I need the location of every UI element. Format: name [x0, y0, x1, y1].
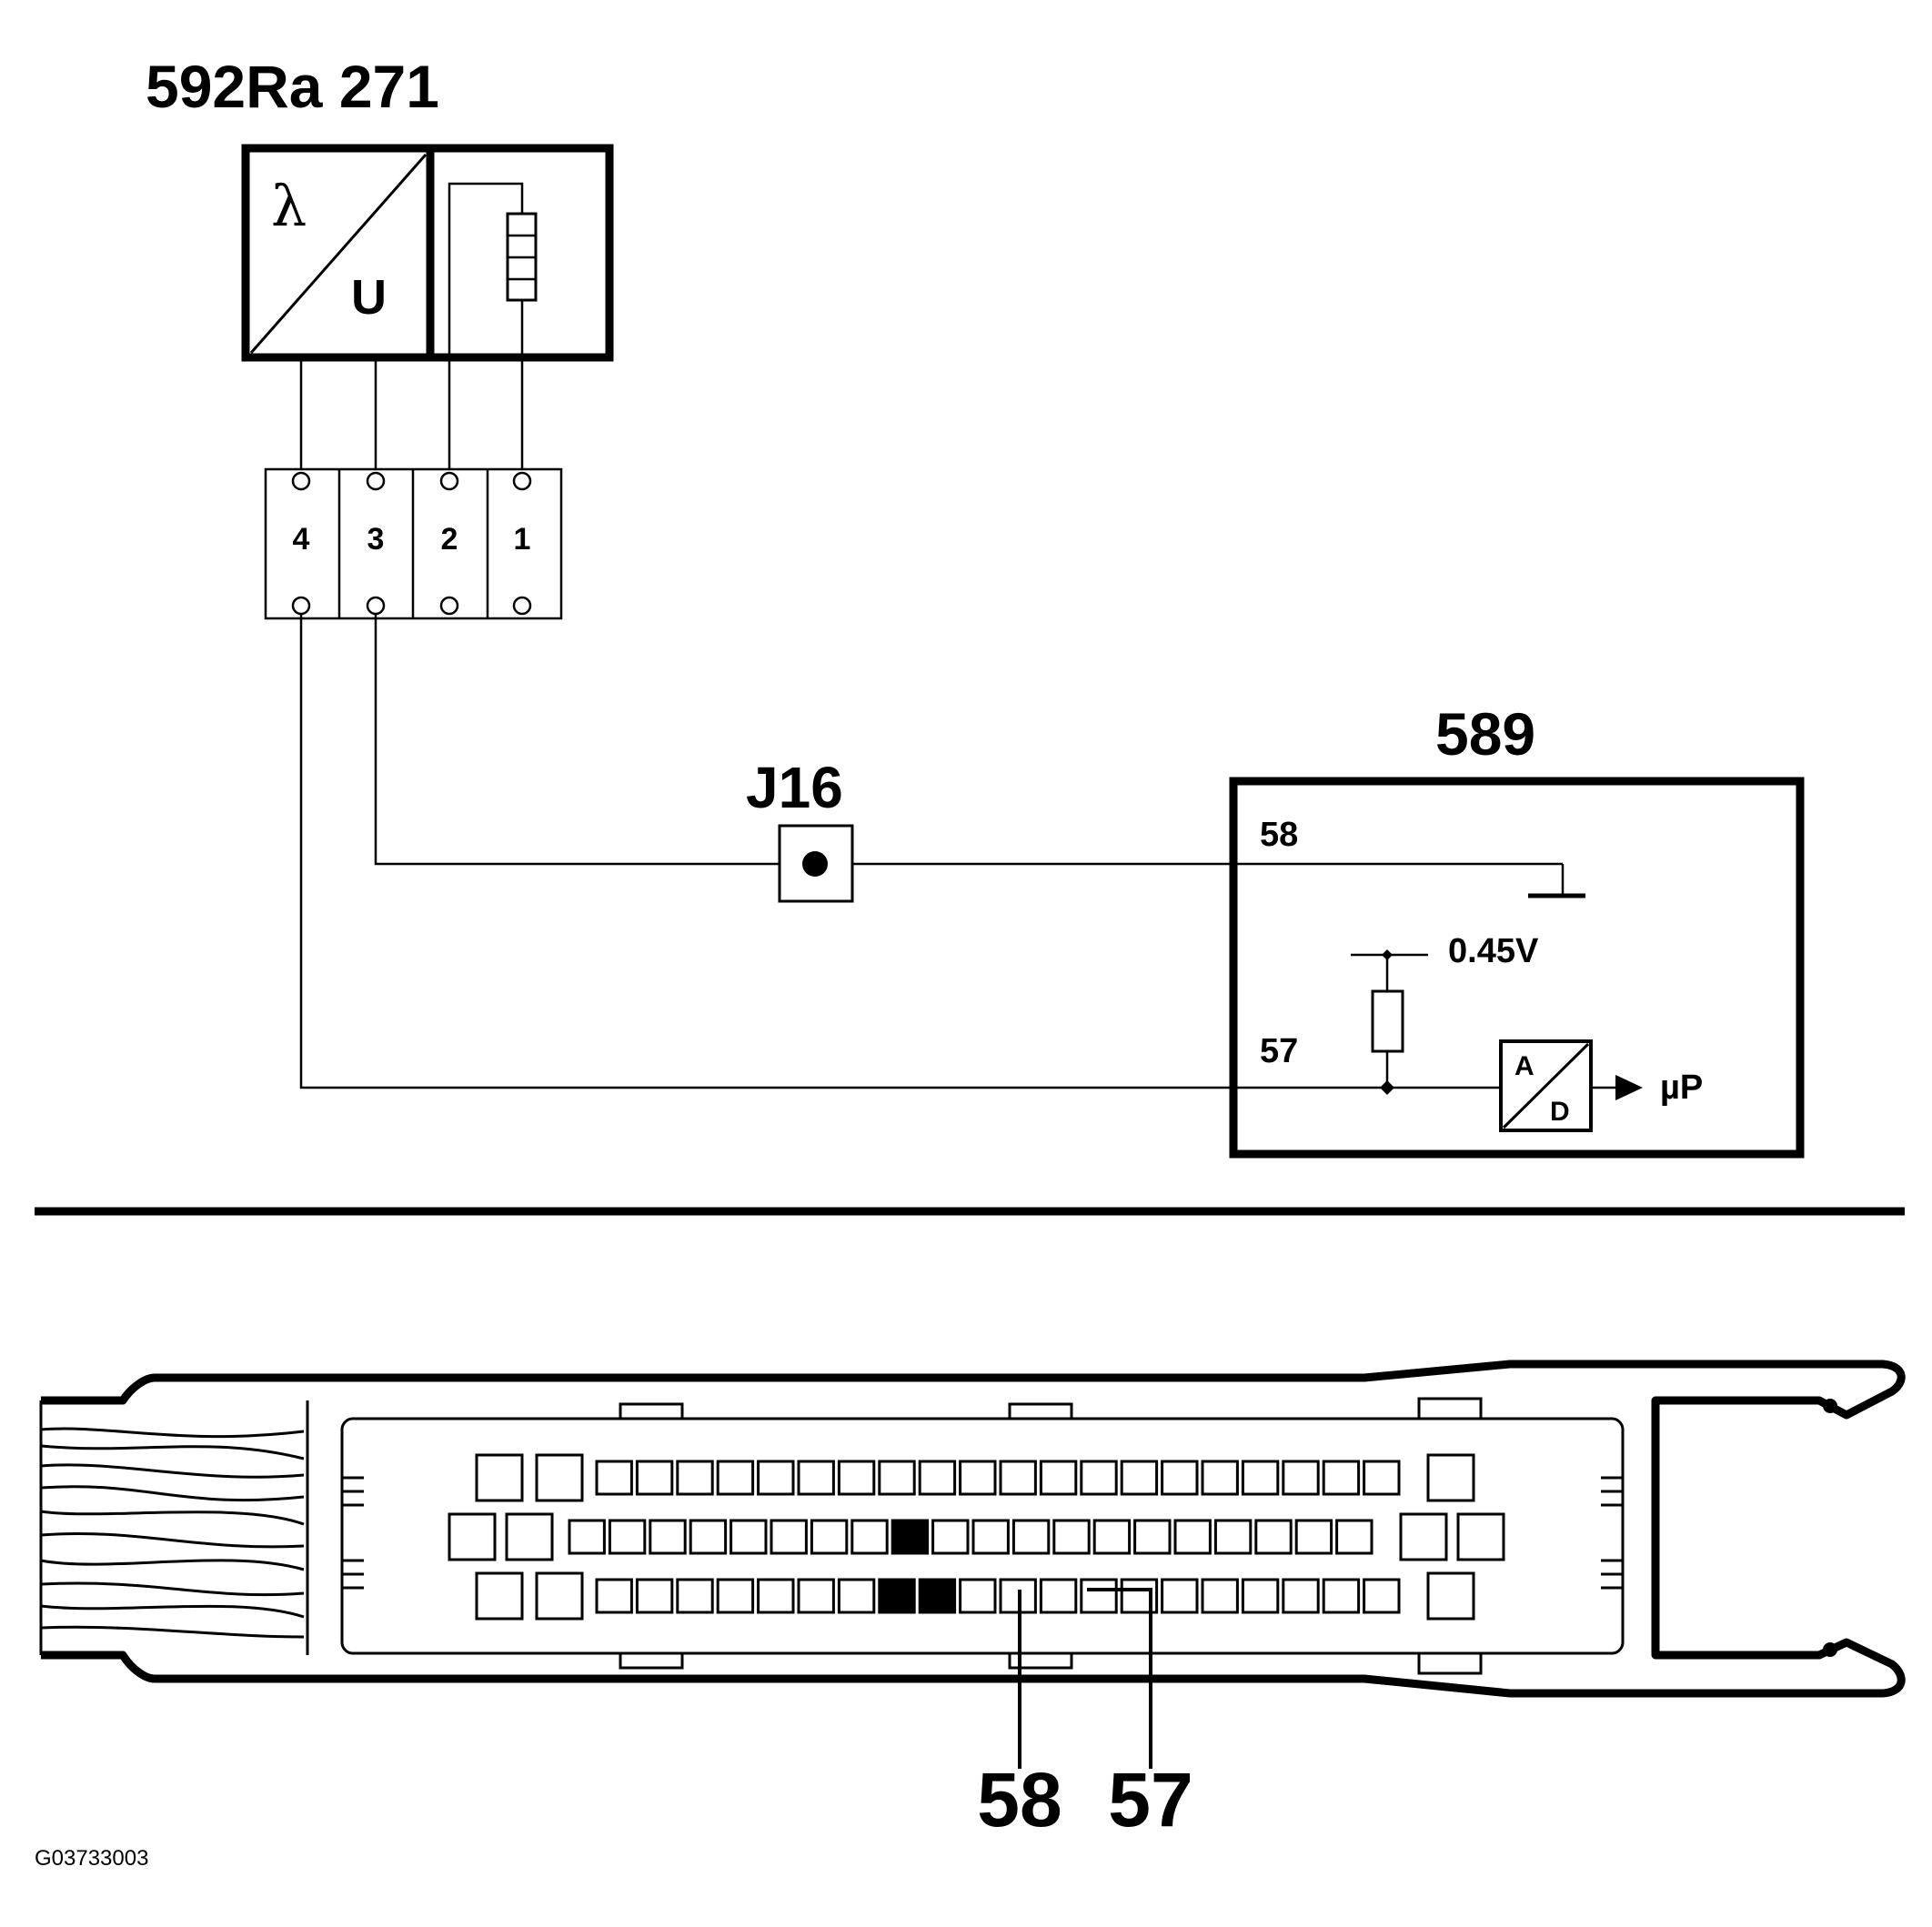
pin-cavity — [1161, 1460, 1199, 1496]
pin-cavity — [676, 1578, 714, 1614]
microprocessor-label: µP — [1660, 1069, 1703, 1107]
pin-cavity — [878, 1460, 916, 1496]
ad-converter-d-label: D — [1550, 1097, 1570, 1127]
pin-cavity — [1241, 1460, 1280, 1496]
pin-cavity — [1294, 1519, 1333, 1555]
pin-cavity-highlighted — [891, 1519, 930, 1555]
pin-cavity — [689, 1519, 728, 1555]
pin-cavity — [1322, 1578, 1361, 1614]
ecu-harness-connector: 58 57 — [39, 1360, 1906, 1842]
pin-cavity — [1201, 1578, 1239, 1614]
pin-cavity — [1039, 1578, 1078, 1614]
sensor-title: 592Ra 271 — [146, 53, 439, 120]
pin-cavity — [757, 1460, 795, 1496]
sensor-leads — [299, 357, 524, 472]
heater-loop-wire — [448, 182, 524, 359]
ecu-pin-57-label: 57 — [1260, 1032, 1298, 1070]
lambda-symbol: λ — [271, 173, 307, 239]
output-arrow-icon — [1615, 1075, 1643, 1100]
connector-shell — [41, 1360, 1906, 1698]
pin-cavity — [1080, 1460, 1118, 1496]
pin-cavity — [716, 1460, 755, 1496]
pin-cavity — [1335, 1519, 1374, 1555]
pin-cavity-rows — [568, 1460, 1401, 1614]
pin-cavity — [1173, 1519, 1212, 1555]
pin-cavity — [1363, 1460, 1401, 1496]
connector-pin-4-label: 4 — [293, 522, 310, 557]
pin-cavity-highlighted — [918, 1578, 957, 1614]
junction-label: J16 — [746, 755, 843, 820]
junction-j16 — [778, 824, 854, 903]
pin-cavity — [837, 1460, 876, 1496]
pin-cavity — [1282, 1578, 1320, 1614]
large-cavities — [448, 1453, 1505, 1621]
callout-57-label: 57 — [1108, 1757, 1192, 1842]
pin-cavity — [608, 1519, 647, 1555]
pin-cavity — [1322, 1460, 1361, 1496]
wire-pin4-to-ecu-57 — [299, 614, 1501, 1089]
pin-cavity — [716, 1578, 755, 1614]
ecu-body — [1229, 777, 1805, 1159]
callout-line-57 — [1087, 1588, 1152, 1769]
pin-cavity — [959, 1460, 997, 1496]
pin-cavity — [1133, 1519, 1172, 1555]
junction-dot-icon — [802, 851, 828, 877]
wire-pin3-to-j16 — [374, 614, 780, 866]
pin-cavity — [837, 1578, 876, 1614]
pin-cavity — [971, 1519, 1010, 1555]
pin-cavity — [1213, 1519, 1253, 1555]
pin-cavity — [595, 1460, 633, 1496]
pin-cavity-highlighted — [878, 1578, 916, 1614]
ecu-title: 589 — [1435, 700, 1535, 768]
pin-cavity — [649, 1519, 687, 1555]
pullup-resistor-icon — [1371, 989, 1404, 1053]
pin-cavity — [1120, 1578, 1159, 1614]
reference-voltage-label: 0.45V — [1448, 932, 1539, 970]
pin-cavity — [1363, 1578, 1401, 1614]
pin-cavity — [635, 1578, 674, 1614]
figure-code: G03733003 — [35, 1846, 148, 1871]
pin-cavity — [1161, 1578, 1199, 1614]
pin-cavity — [1039, 1460, 1078, 1496]
sensor-connector: 4 3 2 1 — [264, 467, 563, 620]
pin-cavity — [595, 1578, 633, 1614]
pin-cavity — [635, 1460, 674, 1496]
pin-cavity — [797, 1460, 835, 1496]
pin-cavity — [959, 1578, 997, 1614]
cable-strands — [40, 1427, 305, 1639]
pin-cavity — [1011, 1519, 1051, 1555]
ad-converter-a-label: A — [1514, 1051, 1535, 1081]
pin-cavity — [1052, 1519, 1091, 1555]
pin-cavity — [1254, 1519, 1293, 1555]
ecu-pin-58-label: 58 — [1260, 816, 1298, 854]
callout-58-label: 58 — [977, 1757, 1062, 1842]
pin-cavity — [850, 1519, 889, 1555]
connector-pin-3-label: 3 — [367, 522, 385, 557]
pin-cavity — [1201, 1460, 1239, 1496]
pin-cavity — [1241, 1578, 1280, 1614]
pin-cavity — [757, 1578, 795, 1614]
connector-pin-2-label: 2 — [441, 522, 458, 557]
converter-diagonal — [249, 154, 428, 354]
pin-cavity — [730, 1519, 768, 1555]
pin-cavity — [1080, 1578, 1118, 1614]
pin-cavity — [999, 1460, 1037, 1496]
pin-cavity — [1120, 1460, 1159, 1496]
voltage-symbol: U — [351, 270, 387, 325]
pin-cavity — [770, 1519, 808, 1555]
pin-cavity — [1282, 1460, 1320, 1496]
pin-cavity — [676, 1460, 714, 1496]
oxygen-sensor: λ U — [241, 144, 614, 362]
connector-pin-1-label: 1 — [514, 522, 531, 557]
pin-cavity — [918, 1460, 957, 1496]
pin-cavity — [797, 1578, 835, 1614]
ecu-589: 58 57 0.45V A D µP — [1229, 777, 1805, 1159]
pin-cavity — [1092, 1519, 1132, 1555]
pin-cavity — [568, 1519, 606, 1555]
pin-cavity — [810, 1519, 849, 1555]
pin-cavity — [931, 1519, 970, 1555]
